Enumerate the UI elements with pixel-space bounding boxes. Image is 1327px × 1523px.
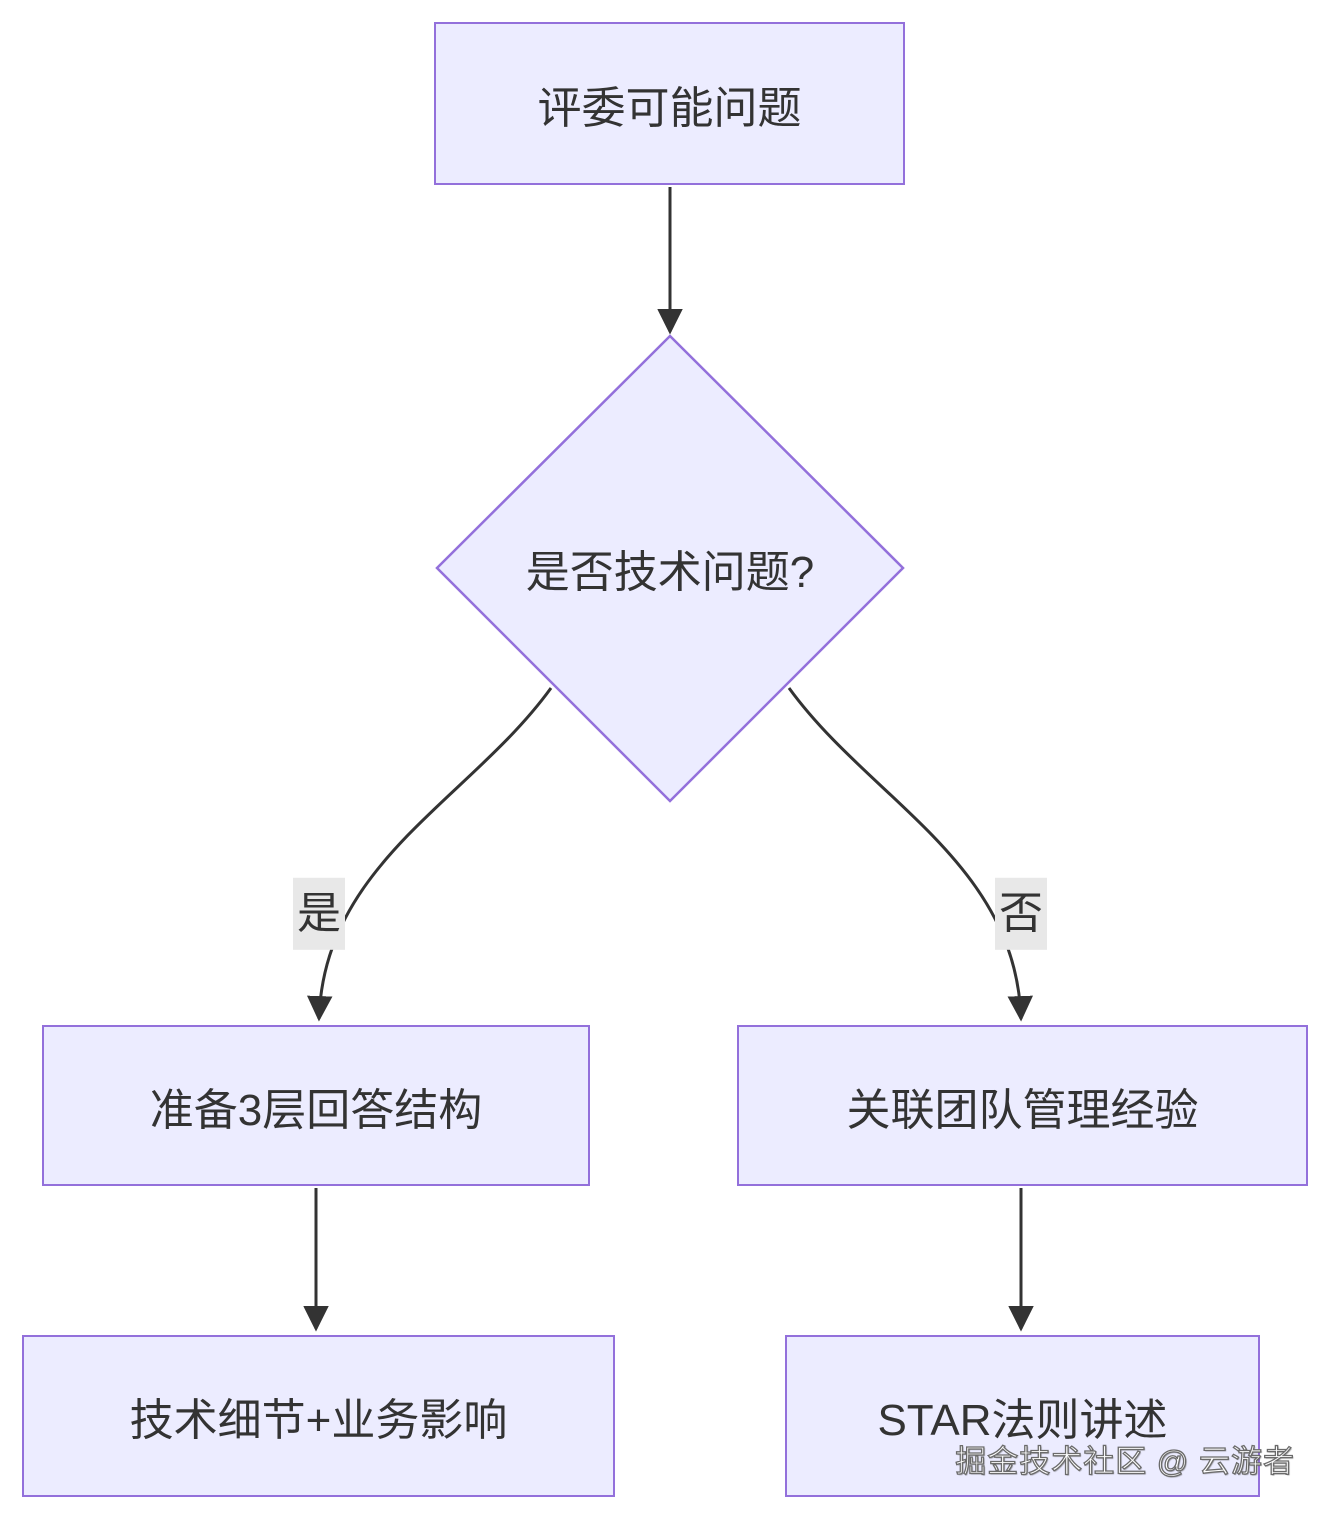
decision-diamond-shape: [435, 334, 905, 803]
node-no-step2: STAR法则讲述: [785, 1335, 1260, 1497]
node-no-step1: 关联团队管理经验: [737, 1025, 1308, 1186]
edge-decision-to-yes-step1: [307, 687, 553, 1022]
node-no-step2-label: STAR法则讲述: [877, 1396, 1168, 1445]
watermark: 掘金技术社区 @ 云游者: [955, 1443, 1295, 1479]
node-yes-step2-label: 技术细节+业务影响: [129, 1396, 508, 1445]
node-decision-label: 是否技术问题?: [525, 548, 815, 597]
node-start-label: 评委可能问题: [537, 83, 802, 133]
node-yes-step1-label: 准备3层回答结构: [149, 1085, 483, 1135]
edge-label-yes: 是: [293, 877, 345, 951]
edge-label-no: 否: [995, 877, 1047, 951]
edge-decision-to-no-step1: [787, 687, 1033, 1022]
node-no-step1-label: 关联团队管理经验: [846, 1085, 1199, 1135]
node-start: 评委可能问题: [434, 22, 905, 185]
node-yes-step1: 准备3层回答结构: [42, 1025, 590, 1186]
node-yes-step2: 技术细节+业务影响: [22, 1335, 615, 1497]
